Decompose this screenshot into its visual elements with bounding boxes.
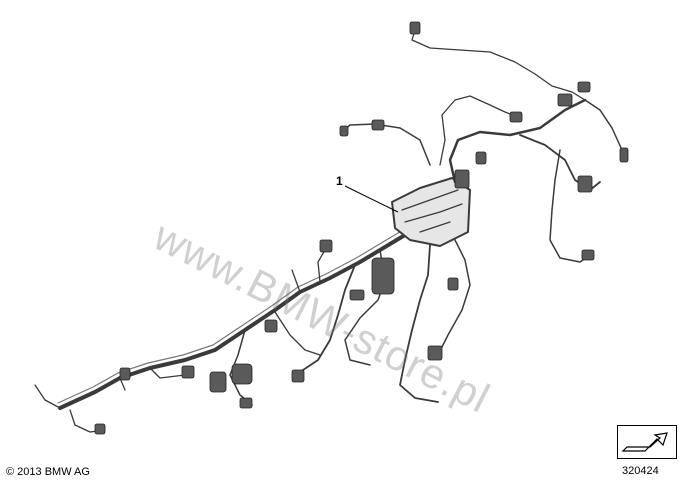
upper-right-branch: [448, 98, 587, 184]
connector: [557, 93, 573, 107]
connector: [209, 371, 227, 393]
part-callout-number: 1: [336, 174, 343, 188]
connector: [339, 125, 349, 137]
connector: [427, 345, 443, 361]
right-drop-branch: [549, 149, 593, 263]
upper-left-branch: [341, 123, 431, 166]
connector: [371, 119, 385, 131]
junction-detail: [401, 189, 463, 233]
connector: [371, 257, 395, 295]
connector: [577, 175, 593, 193]
connector: [181, 365, 195, 379]
connector: [231, 363, 253, 385]
connector: [454, 169, 470, 189]
connector: [409, 21, 421, 35]
connector: [349, 289, 365, 301]
connector: [619, 147, 629, 163]
catalog-arrow-icon: [617, 425, 677, 459]
mid-lower-branch: [299, 264, 356, 373]
connector: [509, 111, 523, 123]
callout-leader-line: [344, 185, 399, 213]
central-junction-block: [391, 177, 471, 247]
top-long-branch: [411, 29, 586, 101]
connector: [264, 319, 278, 333]
connector: [319, 239, 333, 253]
left-mid-branch: [274, 311, 321, 356]
main-harness-trunk-outline: [57, 226, 409, 404]
top-right-branch: [584, 99, 623, 151]
connector: [291, 369, 305, 383]
lower-right-branch: [437, 239, 471, 356]
connector: [581, 249, 595, 261]
lower-center-branch: [399, 244, 439, 403]
connector: [447, 277, 459, 291]
diagram-number: 320424: [622, 465, 659, 477]
connector: [94, 423, 106, 435]
top-mid-branch: [439, 95, 521, 166]
connector: [475, 151, 487, 165]
copyright-text: © 2013 BMW AG: [6, 466, 90, 478]
connector: [577, 81, 591, 93]
connector: [119, 367, 131, 381]
connector: [239, 397, 253, 409]
